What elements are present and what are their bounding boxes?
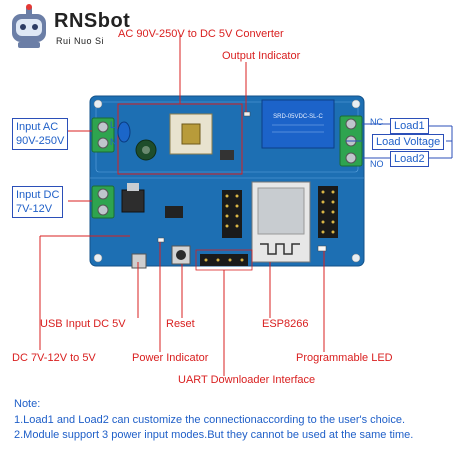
input-dc-box: Input DC 7V-12V: [12, 186, 64, 218]
gpio-header-right: [318, 186, 338, 238]
nc-label: NC: [370, 117, 383, 127]
relay-module: [261, 99, 335, 149]
input-dc-range: 7V-12V: [16, 203, 53, 215]
input-ac-box: Input AC 90V-250V: [12, 118, 69, 150]
brand-subtitle: Rui Nuo Si: [56, 36, 105, 46]
usb-port: [131, 253, 147, 269]
load1-box: Load1: [390, 118, 429, 134]
gpio-header-left: [222, 190, 242, 238]
power-indicator-led: [157, 237, 165, 243]
relay-label: SRD-05VDC-SL-C: [273, 114, 323, 120]
robot-logo-icon: [12, 4, 46, 48]
output-indicator-callout: Output Indicator: [222, 50, 301, 62]
uart-header: [200, 254, 248, 266]
input-dc-label: Input DC: [16, 189, 60, 201]
programmable-led-callout: Programmable LED: [296, 352, 393, 364]
programmable-led: [317, 245, 327, 252]
output-indicator-led: [243, 111, 251, 117]
no-label: NO: [370, 159, 384, 169]
uart-callout: UART Downloader Interface: [178, 374, 316, 386]
ac-converter-callout: AC 90V-250V to DC 5V Converter: [118, 28, 284, 40]
dc-to-5v-callout: DC 7V-12V to 5V: [12, 352, 96, 364]
note-title: Note:: [14, 398, 41, 410]
brand-name: RNSbot: [54, 10, 131, 32]
leader-lines: [39, 34, 325, 376]
dc-regulator: [121, 189, 145, 213]
load2-box: Load2: [390, 151, 429, 167]
note-line-1: 1.Load1 and Load2 can customize the conn…: [14, 414, 406, 426]
terminal-l-label: L: [110, 120, 116, 130]
input-ac-label: Input AC: [16, 121, 59, 133]
ac-terminal-block: [91, 117, 115, 153]
esp8266-callout: ESP8266: [262, 318, 309, 330]
note-line-2: 2.Module support 3 power input modes.But…: [14, 429, 414, 441]
power-indicator-callout: Power Indicator: [132, 352, 209, 364]
usb-input-callout: USB Input DC 5V: [40, 318, 126, 330]
input-ac-range: 90V-250V: [16, 135, 65, 147]
load-bracket-lines: [346, 123, 453, 159]
load-voltage-box: Load Voltage: [372, 134, 445, 150]
terminal-n-label: N: [110, 137, 117, 147]
brand-logo: RNSbot Rui Nuo Si: [4, 4, 164, 54]
reset-callout: Reset: [166, 318, 195, 330]
